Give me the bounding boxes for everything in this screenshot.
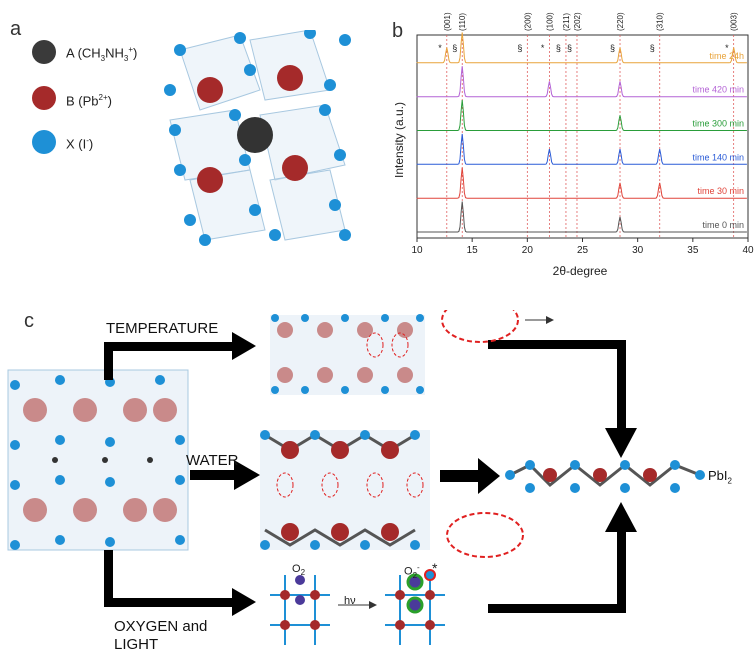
oxygen-lattice-right: [385, 569, 445, 645]
plot-frame: [416, 34, 749, 239]
series-label: time 420 min: [692, 85, 744, 95]
peak-mark: §: [610, 43, 615, 53]
x-site-swatch: [32, 130, 56, 154]
x-tick-label: 35: [687, 245, 699, 256]
peak-label: (202): [573, 12, 582, 31]
peak-label: (200): [523, 12, 532, 31]
peak-label: (310): [656, 12, 665, 31]
a-site-swatch: [32, 40, 56, 64]
peak-label: (211): [562, 13, 571, 31]
legend-item-x: X (I-): [66, 136, 94, 152]
x-axis-label: 2θ-degree: [553, 264, 608, 278]
temperature-crystal: [270, 310, 554, 395]
panel-label-c: c: [24, 310, 34, 332]
hv-label: hν: [344, 595, 356, 607]
peak-label: (220): [616, 12, 625, 31]
legend-swatches: [32, 40, 56, 154]
x-tick-label: 15: [467, 245, 479, 256]
series-line: [416, 32, 747, 64]
y-axis-label: Intensity (a.u.): [395, 102, 406, 178]
peak-mark: *: [541, 43, 545, 53]
water-label: WATER: [186, 452, 239, 469]
chart-layer: (001) (110) (200) (100) (211)(202) (220) (310)…: [411, 12, 754, 256]
series-label: time 300 min: [692, 119, 744, 129]
peak-label: (003): [730, 12, 739, 31]
panel-label-b: b: [392, 20, 404, 42]
series-label: time 24h: [709, 51, 744, 61]
peak-label: (001): [443, 12, 452, 31]
peak-label: (100): [545, 12, 554, 31]
peak-mark: §: [452, 43, 457, 53]
water-crystal: [260, 430, 524, 558]
peak-mark: *: [725, 43, 729, 53]
temperature-label: TEMPERATURE: [106, 320, 219, 337]
central-cation: [237, 117, 273, 153]
x-tick-label: 20: [522, 245, 534, 256]
panel-label-a: a: [10, 18, 22, 40]
pbi2-label: PbI2: [708, 468, 732, 486]
x-tick-label: 40: [742, 245, 754, 256]
legend-item-b: B (Pb2+): [66, 93, 112, 109]
x-tick-label: 25: [577, 245, 589, 256]
legend-item-a: A (CH3NH3+): [66, 45, 138, 63]
series-line: [416, 133, 747, 165]
peak-mark: §: [650, 43, 655, 53]
series-line: [416, 167, 747, 199]
b-site-swatch: [32, 86, 56, 110]
peak-mark: §: [517, 43, 522, 53]
x-tick-label: 10: [411, 245, 423, 256]
pathway-arrows: [104, 332, 637, 616]
oxygen-label-line2: LIGHT: [114, 636, 159, 653]
xrd-chart: (001) (110) (200) (100) (211)(202) (220) (310)…: [395, 12, 754, 278]
perovskite-structure: [164, 30, 351, 246]
x-tick-label: 30: [632, 245, 644, 256]
series-label: time 140 min: [692, 152, 744, 162]
peak-label: (110): [458, 13, 467, 31]
oxygen-lattice-left: [270, 575, 330, 645]
peak-mark: *: [438, 43, 442, 53]
legend: A (CH3NH3+) B (Pb2+) X (I-): [30, 38, 180, 188]
peak-mark: §: [567, 43, 572, 53]
series-label: time 0 min: [702, 220, 744, 230]
peak-mark: §: [556, 43, 561, 53]
radical-star: *: [432, 560, 438, 576]
o2-label: O2: [292, 563, 306, 578]
oxygen-label-line1: OXYGEN and: [114, 618, 208, 635]
series-label: time 30 min: [697, 186, 744, 196]
series-line: [416, 66, 747, 98]
degradation-diagram: [7, 310, 705, 645]
o2-minus-label: O2-: [404, 563, 420, 580]
series-line: [417, 99, 747, 131]
series-line: [417, 201, 747, 233]
source-crystal: [7, 369, 189, 551]
pbi2-product: [505, 460, 705, 493]
